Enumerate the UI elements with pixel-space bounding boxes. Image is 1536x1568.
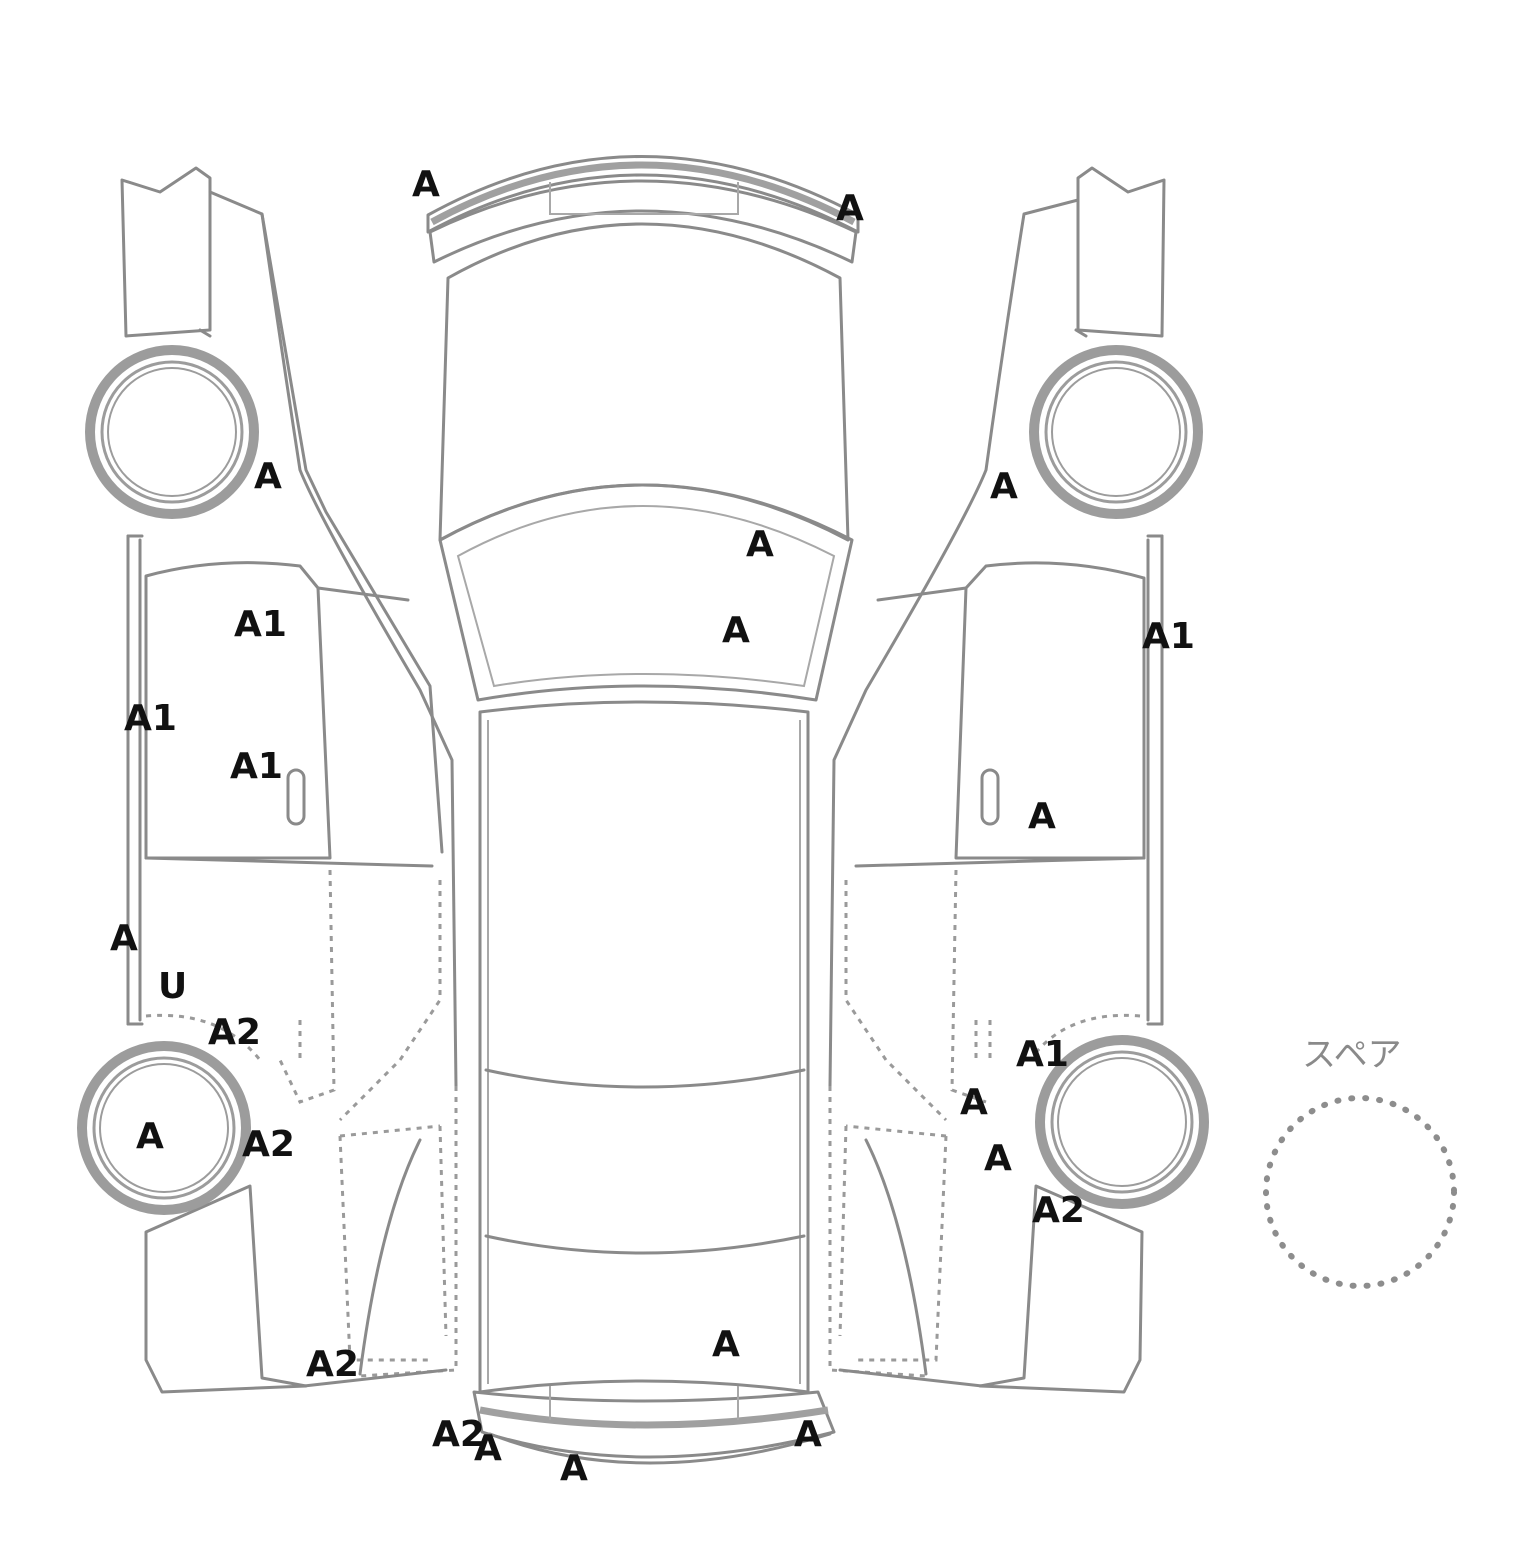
- left-door: [144, 561, 332, 860]
- damage-marks: A A A A1 A1 A1 A U A2 A A2 A2 A A A A2 A…: [110, 164, 1195, 1489]
- right-door: [954, 561, 1146, 860]
- right-rear-wheel: [1029, 345, 1203, 519]
- damage-mark: A1: [234, 604, 287, 645]
- damage-mark: A: [984, 1138, 1012, 1179]
- damage-mark: A2: [1032, 1190, 1085, 1231]
- roof-panel: [478, 700, 810, 1394]
- top-view: [426, 155, 860, 1465]
- rear-window: [438, 483, 854, 702]
- right-rear-panel: [1076, 166, 1166, 338]
- right-door-handle: [980, 768, 1000, 826]
- front-bumper: [472, 1386, 836, 1465]
- left-side-view: [120, 166, 458, 1394]
- left-door-handle: [286, 768, 306, 826]
- right-front-wheel: [1035, 1035, 1209, 1209]
- damage-mark: A2: [432, 1414, 485, 1455]
- damage-mark: A: [722, 610, 750, 651]
- damage-mark: A: [136, 1116, 164, 1157]
- damage-mark: A1: [124, 698, 177, 739]
- damage-mark: A2: [306, 1344, 359, 1385]
- damage-mark: A: [712, 1324, 740, 1365]
- hood-line: [484, 1234, 806, 1255]
- damage-mark: A: [1028, 796, 1056, 837]
- left-front-fender: [144, 1184, 308, 1394]
- damage-mark: A: [412, 164, 440, 205]
- damage-mark: A2: [208, 1012, 261, 1053]
- damage-mark: A: [960, 1082, 988, 1123]
- roof-trunk-panel: [438, 222, 850, 542]
- left-front-wheel: [77, 1041, 251, 1215]
- damage-mark: A: [794, 1414, 822, 1455]
- damage-mark: A1: [1142, 616, 1195, 657]
- right-side-view: [828, 166, 1166, 1394]
- damage-mark: A1: [230, 746, 283, 787]
- damage-mark: A: [254, 456, 282, 497]
- damage-mark: A: [560, 1448, 588, 1489]
- left-rear-panel: [120, 166, 212, 338]
- damage-mark: A: [474, 1428, 502, 1469]
- damage-mark: A: [990, 466, 1018, 507]
- rear-bumper: [426, 155, 860, 264]
- windshield-line: [484, 1068, 806, 1089]
- spare-label: スペア: [1302, 1035, 1402, 1075]
- damage-mark: A: [110, 918, 138, 959]
- damage-mark: A2: [242, 1124, 295, 1165]
- spare-tire-circle: [1263, 1095, 1457, 1289]
- damage-mark: U: [158, 966, 187, 1007]
- damage-mark: A: [836, 188, 864, 229]
- damage-mark: A1: [1016, 1034, 1069, 1075]
- left-rear-wheel: [85, 345, 259, 519]
- damage-mark: A: [746, 524, 774, 565]
- spare-tire: スペア: [1263, 1035, 1457, 1289]
